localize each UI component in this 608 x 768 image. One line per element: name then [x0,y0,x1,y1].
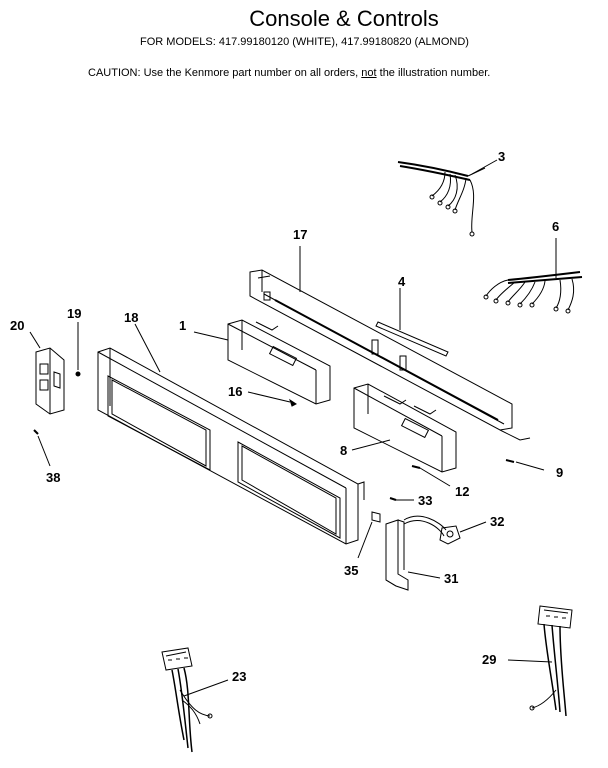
callout-12: 12 [455,484,470,499]
callout-38: 38 [46,470,61,485]
callout-3: 3 [498,149,506,164]
part-29-wire-harness [507,605,573,717]
page-title: Console & Controls [249,6,439,31]
part-12-screw [411,465,451,487]
callout-33: 33 [418,493,433,508]
part-33-screw [389,497,414,501]
part-3-wire-harness [397,159,498,237]
part-35-clip [357,511,381,559]
models-line: FOR MODELS: 417.99180120 (WHITE), 417.99… [140,36,469,48]
part-4-trim-strip [375,288,449,357]
part-20-switch [29,331,65,415]
callout-9: 9 [556,465,564,480]
caution-note: CAUTION: Use the Kenmore part number on … [88,67,490,79]
part-17-rear-panel [249,246,531,441]
part-16-screw [247,391,297,407]
part-19-screw [75,322,81,377]
callout-32: 32 [490,514,505,529]
caution-emphasis: not [361,67,377,79]
callout-19: 19 [67,306,82,321]
part-6-wire-harness [483,238,583,314]
part-32-wire-connector [403,515,487,545]
callout-35: 35 [344,563,359,578]
part-1-control-module [193,319,331,405]
callout-18: 18 [124,310,139,325]
callout-4: 4 [398,274,406,289]
part-9-screw [505,459,545,471]
part-23-wire-harness [161,647,229,753]
callout-23: 23 [232,669,247,684]
callout-16: 16 [228,384,243,399]
callout-17: 17 [293,227,308,242]
part-18-front-frame [97,323,365,545]
caution-text-b: the illustration number. [376,67,491,79]
callout-1: 1 [179,318,187,333]
part-31-bracket [385,519,441,591]
callout-29: 29 [482,652,497,667]
callout-6: 6 [552,219,560,234]
callout-20: 20 [10,318,25,333]
callout-31: 31 [444,571,459,586]
callout-8: 8 [340,443,348,458]
part-8-control-module [351,383,457,473]
part-38-screw [33,429,51,467]
caution-text-a: CAUTION: Use the Kenmore part number on … [88,67,362,79]
